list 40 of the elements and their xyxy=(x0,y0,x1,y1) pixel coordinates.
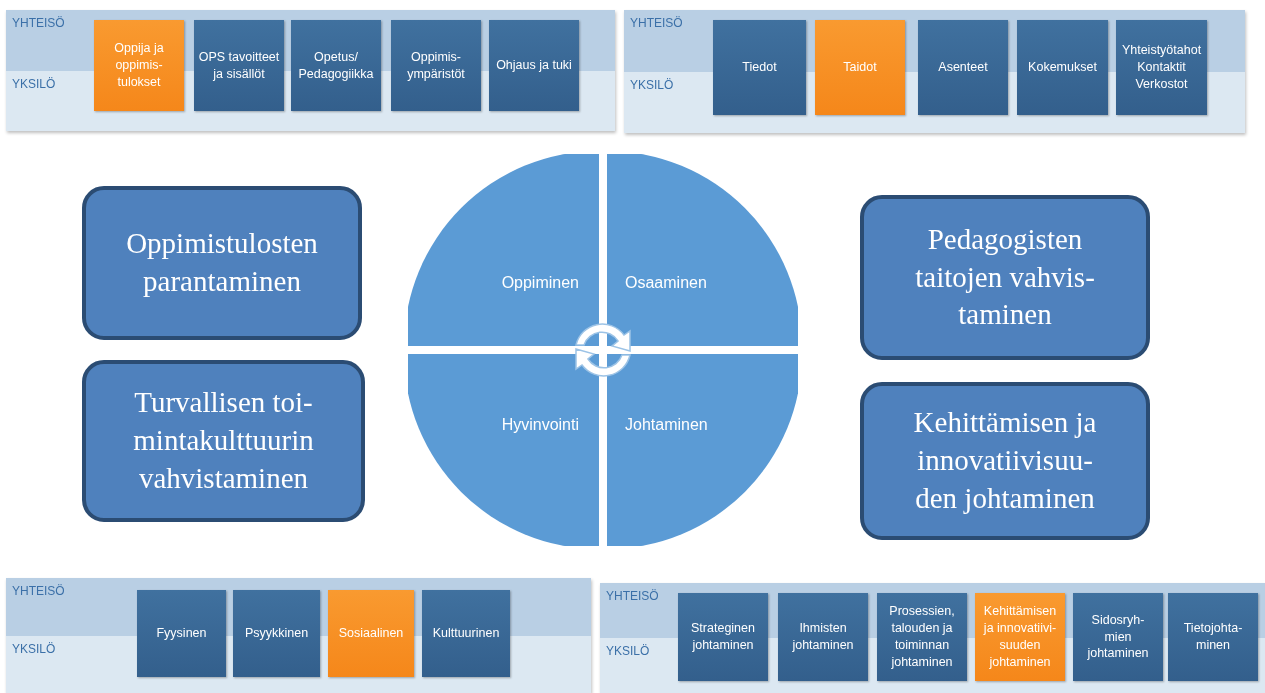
topic-box: Oppija ja oppimis- tulokset xyxy=(94,20,184,111)
level-label: YHTEISÖ xyxy=(606,589,659,603)
band-panel xyxy=(624,10,1245,133)
topic-box: Tiedot xyxy=(713,20,806,115)
topic-box: Opetus/ Pedagogiikka xyxy=(291,20,381,111)
goal-box: Oppimistulosten parantaminen xyxy=(82,186,362,340)
topic-box: Asenteet xyxy=(918,20,1008,115)
topic-box: Taidot xyxy=(815,20,905,115)
level-label: YKSILÖ xyxy=(12,76,56,91)
level-label: YKSILÖ xyxy=(606,644,650,658)
quadrant-label: Osaaminen xyxy=(625,274,707,292)
goal-box: Pedagogisten taitojen vahvis- taminen xyxy=(860,195,1150,360)
topic-box: Kehittämisen ja innovatiivi- suuden johtaminen xyxy=(975,593,1065,681)
topic-box: Ohjaus ja tuki xyxy=(489,20,579,111)
quadrant-label: Hyvinvointi xyxy=(501,416,579,434)
band-panel xyxy=(6,10,615,131)
topic-box: Ihmisten johtaminen xyxy=(778,593,868,681)
topic-box: Psyykkinen xyxy=(233,590,320,677)
level-label: YHTEISÖ xyxy=(12,584,65,598)
topic-box: Tietojohta- minen xyxy=(1168,593,1258,681)
topic-box: Oppimis- ympäristöt xyxy=(391,20,481,111)
topic-box: Kulttuurinen xyxy=(422,590,510,677)
topic-box: Fyysinen xyxy=(137,590,226,677)
quadrant-label: Johtaminen xyxy=(625,416,708,434)
level-label: YKSILÖ xyxy=(630,77,674,92)
topic-box: Kokemukset xyxy=(1017,20,1108,115)
topic-box: Sidosryh- mien johtaminen xyxy=(1073,593,1163,681)
topic-box: Sosiaalinen xyxy=(328,590,414,677)
goal-box: Turvallisen toi- mintakulttuurin vahvistaminen xyxy=(82,360,365,522)
level-label: YHTEISÖ xyxy=(12,16,65,30)
topic-box: Yhteistyötahot Kontaktit Verkostot xyxy=(1116,20,1207,115)
goal-box: Kehittämisen ja innovatiivisuu- den johtaminen xyxy=(860,382,1150,540)
quadrant-label: Oppiminen xyxy=(501,274,579,292)
topic-box: Prosessien, talouden ja toiminnan johtaminen xyxy=(877,593,967,681)
topic-box: OPS tavoitteet ja sisällöt xyxy=(194,20,284,111)
level-label: YKSILÖ xyxy=(12,641,56,656)
level-label: YHTEISÖ xyxy=(630,16,683,30)
topic-box: Strateginen johtaminen xyxy=(678,593,768,681)
band-panel xyxy=(6,578,591,693)
band-panel xyxy=(600,583,1265,693)
